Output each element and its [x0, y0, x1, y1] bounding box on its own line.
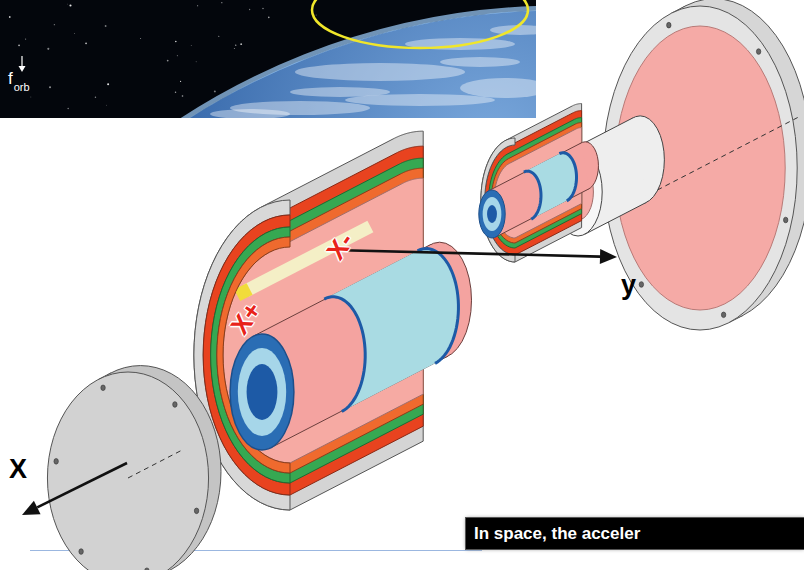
proof-mass-band — [524, 171, 541, 219]
star — [218, 36, 219, 37]
exploded-view — [22, 0, 804, 570]
star — [95, 97, 96, 98]
star — [214, 90, 216, 92]
orbit-arrow — [19, 66, 26, 72]
star — [175, 41, 177, 43]
bolt-hole — [101, 385, 105, 391]
star — [197, 5, 198, 6]
atmosphere — [0, 8, 536, 118]
bolt-hole — [639, 282, 643, 288]
star — [195, 61, 197, 63]
star — [47, 48, 49, 50]
star — [190, 45, 192, 47]
proof-mass-face — [230, 334, 294, 450]
star — [180, 81, 181, 82]
star — [268, 17, 270, 19]
star — [235, 45, 236, 46]
bolt-hole — [54, 459, 58, 465]
cloud — [295, 63, 465, 81]
bolt-hole — [721, 312, 725, 318]
proof-mass-face — [479, 190, 505, 238]
proof-mass-band — [559, 153, 576, 201]
caption-text: In space, the acceler — [474, 518, 796, 549]
end-plate — [47, 372, 208, 570]
insulator-block — [237, 289, 249, 295]
cloud — [290, 87, 390, 97]
axis-arrow — [600, 249, 617, 264]
star — [25, 39, 26, 40]
axis-arrow — [37, 463, 127, 507]
earth — [0, 10, 536, 118]
proof-mass-face — [238, 348, 286, 436]
star — [221, 2, 222, 3]
axis-line — [128, 450, 181, 478]
proof-mass-bore — [247, 364, 278, 420]
star — [176, 55, 178, 57]
frequency-symbol: f — [8, 70, 13, 87]
star — [54, 24, 55, 25]
star — [233, 48, 235, 50]
star — [175, 92, 176, 93]
star — [249, 9, 250, 10]
star — [262, 8, 263, 9]
star — [167, 60, 169, 62]
proof-mass-band — [524, 153, 577, 219]
star — [85, 42, 87, 44]
axis-arrow — [22, 501, 41, 515]
star — [140, 38, 142, 40]
bolt-hole — [194, 508, 198, 514]
star — [106, 104, 108, 106]
cloud — [440, 57, 520, 67]
orbit-ellipse — [312, 0, 528, 48]
star — [18, 44, 20, 46]
bolt-hole — [667, 22, 671, 28]
star — [74, 33, 76, 35]
frequency-subscript: orb — [14, 82, 30, 93]
star — [105, 25, 107, 27]
star — [30, 96, 32, 98]
proof-mass-band — [324, 297, 365, 412]
axis-arrow — [332, 250, 600, 257]
star — [69, 4, 71, 6]
star — [67, 108, 68, 109]
proof-mass-band — [417, 249, 458, 364]
caption-banner: In space, the acceler — [466, 518, 804, 549]
star — [9, 16, 11, 18]
space-photo — [0, 0, 536, 118]
cloud — [460, 78, 536, 98]
axis-label: X — [9, 456, 27, 483]
star — [67, 3, 69, 5]
star — [182, 95, 184, 97]
proof-mass-bore — [487, 205, 497, 223]
bolt-hole — [145, 568, 149, 570]
cloud — [210, 109, 290, 118]
bolt-hole — [173, 402, 177, 408]
star — [240, 43, 242, 45]
star — [49, 86, 51, 88]
star — [107, 83, 109, 85]
bolt-hole — [756, 49, 760, 55]
bolt-hole — [783, 217, 787, 223]
star — [316, 15, 317, 16]
proof-mass-band — [324, 249, 458, 412]
axis-label: y — [621, 272, 636, 299]
proof-mass-face — [483, 197, 502, 231]
bolt-hole — [79, 549, 83, 555]
